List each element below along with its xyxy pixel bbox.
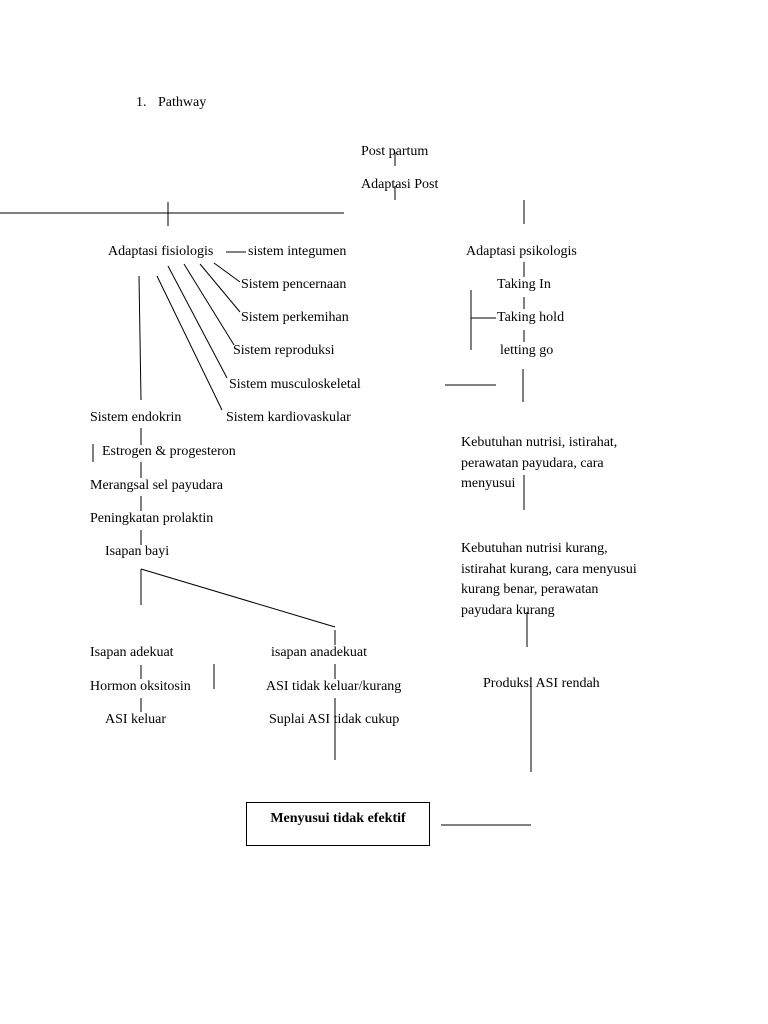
node-sistem-reproduksi: Sistem reproduksi [233,343,335,358]
node-sistem-perkemihan: Sistem perkemihan [241,310,349,325]
node-estrogen-progesteron: Estrogen & progesteron [102,444,236,459]
node-adaptasi-post: Adaptasi Post [361,177,439,192]
section-title: Pathway [158,95,207,110]
node-post-partum: Post partum [361,144,429,159]
node-taking-in: Taking In [497,277,551,292]
node-isapan-anadekuat: isapan anadekuat [271,645,368,660]
node-isapan-bayi: Isapan bayi [105,544,170,559]
connector [140,568,336,628]
node-letting-go: letting go [500,343,554,358]
node-produksi-asi-rendah: Produksi ASI rendah [483,676,600,691]
connector [138,275,142,401]
node-hormon-oksitosin: Hormon oksitosin [90,679,191,694]
node-merangsal-sel-payudara: Merangsal sel payudara [90,478,223,493]
connector [167,265,228,379]
node-kebutuhan-nutrisi-kurang: Kebutuhan nutrisi kurang, istirahat kura… [461,541,637,618]
connector [199,263,241,313]
node-isapan-adekuat: Isapan adekuat [90,645,174,660]
node-sistem-kardiovaskular: Sistem kardiovaskular [226,410,351,425]
node-suplai-asi: Suplai ASI tidak cukup [269,712,400,727]
node-sistem-musculoskeletal: Sistem musculoskeletal [229,377,361,392]
node-asi-keluar: ASI keluar [105,712,167,727]
list-number: 1. [136,95,147,110]
result-label: Menyusui tidak efektif [270,811,406,826]
node-sistem-endokrin: Sistem endokrin [90,410,182,425]
connector [156,275,223,411]
node-adaptasi-fisiologis: Adaptasi fisiologis [108,244,214,259]
node-peningkatan-prolaktin: Peningkatan prolaktin [90,511,214,526]
node-asi-tidak-keluar: ASI tidak keluar/kurang [266,679,402,694]
node-adaptasi-psikologis: Adaptasi psikologis [466,244,577,259]
node-taking-hold: Taking hold [497,310,565,325]
result-box: Menyusui tidak efektif [246,802,430,846]
node-kebutuhan-nutrisi: Kebutuhan nutrisi, istirahat, perawatan … [461,435,618,491]
connector [183,263,235,346]
node-sistem-pencernaan: Sistem pencernaan [241,277,347,292]
connector [213,262,241,283]
node-sistem-integumen: sistem integumen [248,244,347,259]
